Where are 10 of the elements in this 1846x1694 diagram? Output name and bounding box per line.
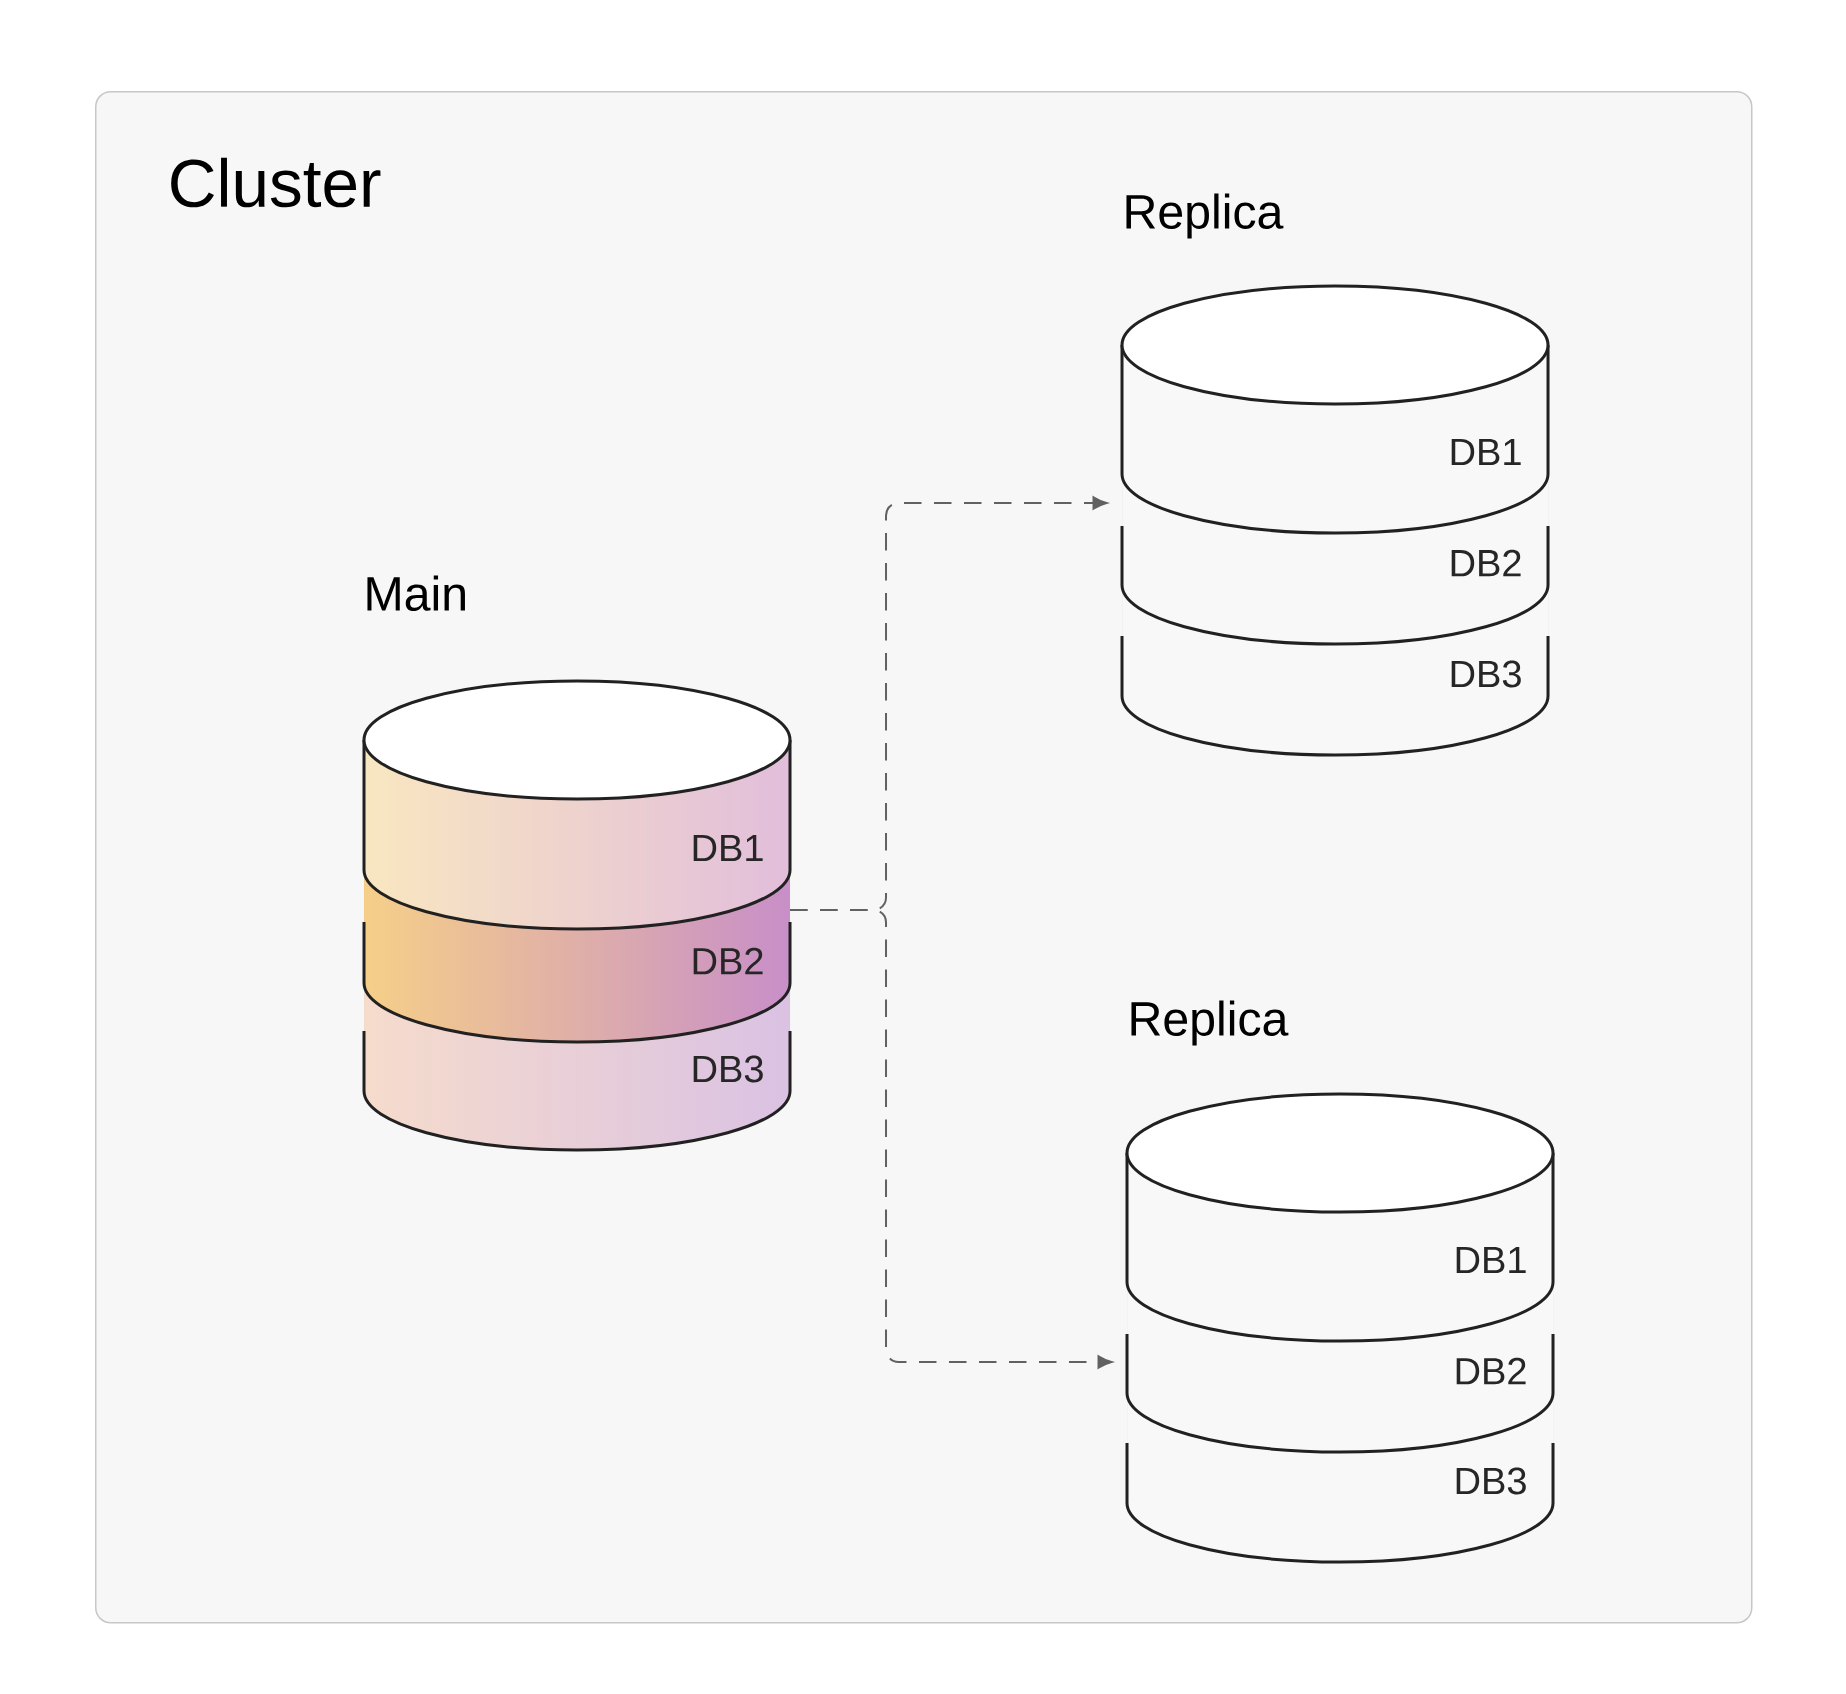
layer-label: DB2 [1451, 549, 1521, 577]
layer-label: DB3 [693, 1055, 763, 1083]
stack-label: Replica [1131, 1000, 1289, 1046]
layer-label: DB3 [1456, 1467, 1526, 1495]
stack-label: Replica [1126, 193, 1284, 239]
stack-label: Main [367, 575, 465, 611]
layer-label: DB2 [693, 947, 763, 975]
layer-label: DB3 [1451, 660, 1521, 688]
layer-label: DB2 [1456, 1357, 1526, 1385]
arrow [789, 909, 1113, 1369]
